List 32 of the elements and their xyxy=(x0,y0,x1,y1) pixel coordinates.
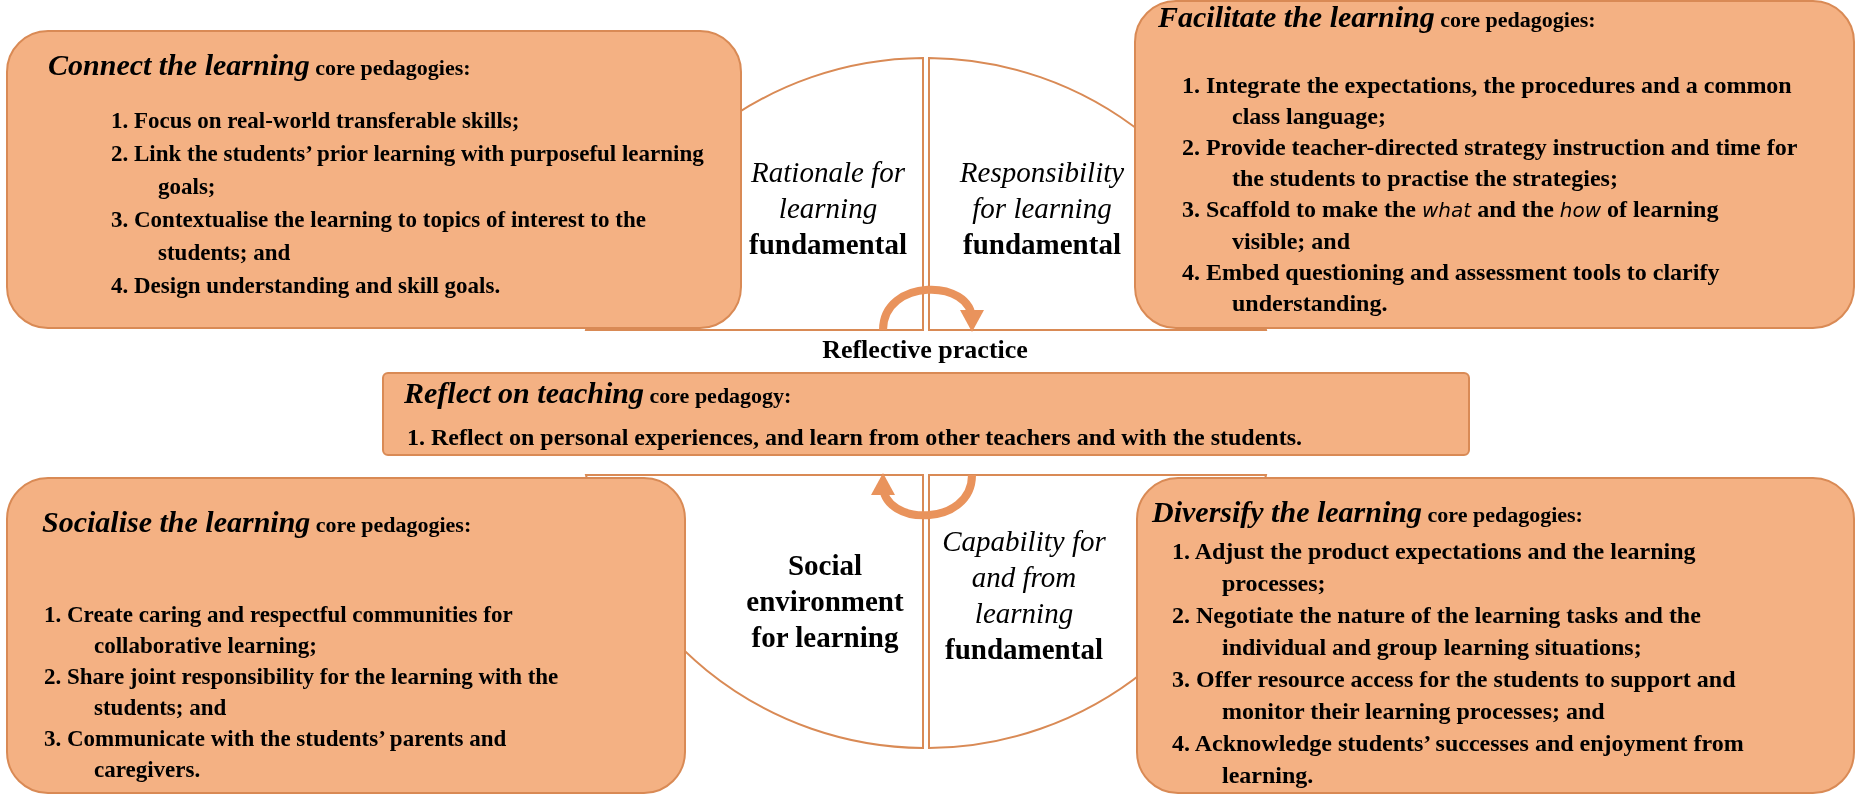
list-item: 2. Negotiate the nature of the learning tasks and the individual and group learning situations; xyxy=(1171,601,1702,662)
card-heading: Connect the learning core pedagogies: xyxy=(48,50,471,83)
list-item: 1. Adjust the product expectations and the learning processes; xyxy=(1171,537,1697,598)
list-item: 4. Acknowledge students’ successes and enjoyment from learning. xyxy=(1171,729,1745,790)
card-heading: Reflect on teaching core pedagogy: xyxy=(404,378,792,411)
card-heading: Diversify the learning core pedagogies: xyxy=(1152,497,1583,530)
quadrant-label: fundamental xyxy=(962,227,1122,262)
pedagogy-card xyxy=(1136,477,1855,794)
pedagogy-card xyxy=(1134,0,1855,329)
pedagogy-card xyxy=(6,477,686,794)
list-item: 1. Reflect on personal experiences, and learn from other teachers and with the students. xyxy=(406,423,1304,452)
curved-arrow xyxy=(879,285,982,332)
list-item: 1. Focus on real-world transferable skills; xyxy=(110,107,521,135)
list-item: 2. Provide teacher-directed strategy instruction and time for the students to practise the strategies; xyxy=(1181,133,1797,193)
card-heading: Facilitate the learning core pedagogies: xyxy=(1158,2,1596,35)
list-item: 3. Contextualise the learning to topics of interest to the students; and xyxy=(110,206,647,267)
list-item: 1. Create caring and respectful communities for collaborative learning; xyxy=(43,601,514,660)
pedagogy-card xyxy=(6,30,742,329)
list-item: 2. Link the students’ prior learning with purposeful learning goals; xyxy=(110,140,704,201)
pedagogy-band xyxy=(382,372,1470,456)
quadrant-label: fundamental xyxy=(748,227,908,262)
list-item: 3. Offer resource access for the students to support and monitor their learning processes; and xyxy=(1171,665,1737,726)
list-item: 2. Share joint responsibility for the learning with the students; and xyxy=(43,663,560,722)
list-item: 4. Embed questioning and assessment tools to clarify understanding. xyxy=(1181,258,1721,318)
card-heading: Socialise the learning core pedagogies: xyxy=(42,507,472,540)
list-item: 3. Scaffold to make the what and the how of learning visible; and xyxy=(1181,195,1720,256)
list-item: 3. Communicate with the students’ parents and caregivers. xyxy=(43,725,508,784)
list-item: 4. Design understanding and skill goals. xyxy=(110,272,502,300)
list-item: 1. Integrate the expectations, the procedures and a common class language; xyxy=(1181,71,1793,131)
section-label: Reflective practice xyxy=(822,335,1028,365)
quadrant-label: fundamental xyxy=(944,632,1104,667)
quadrant-label: Social environment for learning xyxy=(745,548,905,655)
